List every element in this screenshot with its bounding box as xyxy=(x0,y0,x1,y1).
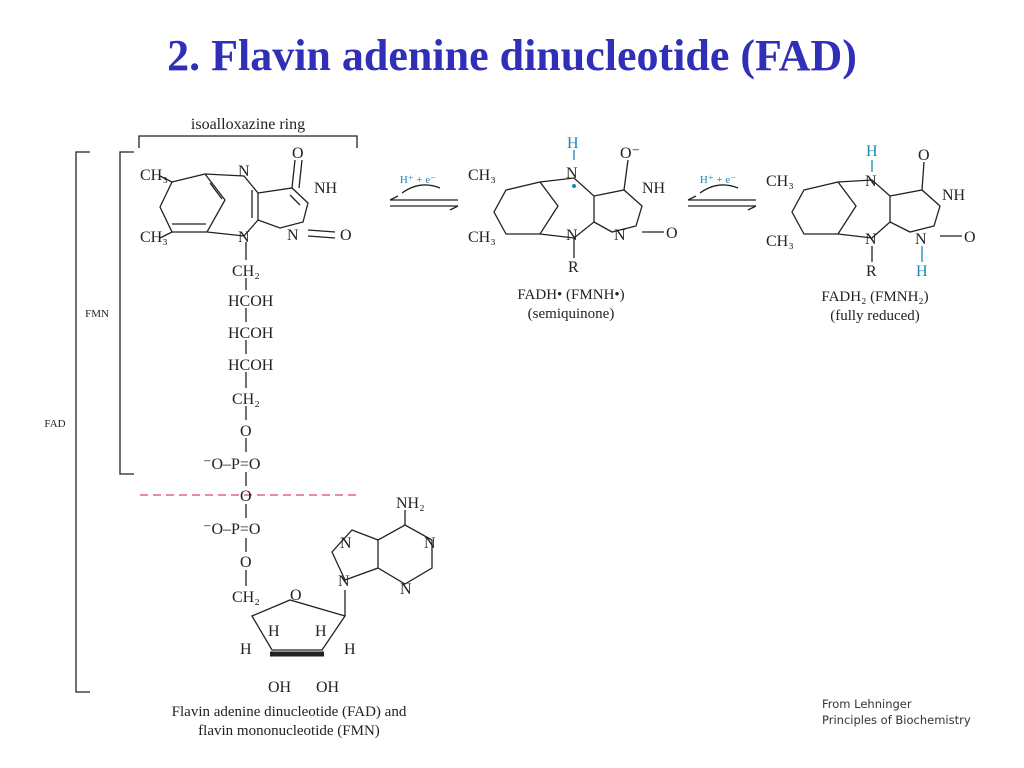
sq-nh: NH xyxy=(642,180,666,197)
ring-b xyxy=(204,173,259,237)
o-right: O xyxy=(340,227,352,244)
phosphate-1: ⁻O–P=O xyxy=(203,456,260,473)
fr-r: R xyxy=(866,263,877,280)
fmn-bracket xyxy=(119,151,134,475)
sq-h: H xyxy=(567,135,579,152)
oh-1: OH xyxy=(268,679,292,696)
fr-n5: N xyxy=(865,173,877,190)
sq-ch3-top: CH₃ xyxy=(468,167,496,184)
sq-ch3-bottom: CH₃ xyxy=(468,229,496,246)
nh2-atom: NH₂ xyxy=(396,495,425,512)
sq-o-minus: O⁻ xyxy=(620,145,640,162)
h-ribose-4: H xyxy=(344,641,356,658)
ch2-3: CH₂ xyxy=(232,589,260,606)
o-ester-2: O xyxy=(240,554,252,571)
sq-radical-dot xyxy=(572,184,576,188)
isoalloxazine-ring-label: isoalloxazine ring xyxy=(191,116,305,133)
ch2-1: CH₂ xyxy=(232,263,260,280)
fr-o-right: O xyxy=(964,229,976,246)
o-ester-1: O xyxy=(240,423,252,440)
h-ribose-3: H xyxy=(240,641,252,658)
sq-n5: N xyxy=(566,165,578,182)
sq-n1: N xyxy=(614,227,626,244)
n10-atom: N xyxy=(238,229,250,246)
fad-label: FAD xyxy=(44,418,65,430)
n-adenine-4: N xyxy=(400,581,412,598)
sq-n10: N xyxy=(566,227,578,244)
fr-h-bottom: H xyxy=(916,263,928,280)
ch3-top: CH₃ xyxy=(140,167,168,184)
fr-h-top: H xyxy=(866,143,878,160)
hcoh-2: HCOH xyxy=(228,325,274,342)
ribose-ring xyxy=(251,599,347,651)
fr-nh: NH xyxy=(942,187,966,204)
n5-atom: N xyxy=(238,163,250,180)
semiquinone-caption: FADH• (FMNH•) (semiquinone) xyxy=(517,287,625,322)
nh-atom: NH xyxy=(314,180,338,197)
ch2-2: CH₂ xyxy=(232,391,260,408)
fr-n10: N xyxy=(865,231,877,248)
o-bridge: O xyxy=(240,488,252,505)
fr-ch3-bottom: CH₃ xyxy=(766,233,794,250)
h-ribose-2: H xyxy=(315,623,327,640)
ring-a xyxy=(159,173,226,233)
ring-c xyxy=(257,187,309,229)
fr-o: O xyxy=(918,147,930,164)
n1-atom: N xyxy=(287,227,299,244)
phosphate-2: ⁻O–P=O xyxy=(203,521,260,538)
adenine-ring xyxy=(331,524,433,585)
fad-bracket xyxy=(75,151,90,693)
fmn-label: FMN xyxy=(85,308,109,320)
reduced-caption: FADH₂ (FMNH₂) (fully reduced) xyxy=(821,289,929,324)
sq-o: O xyxy=(666,225,678,242)
fr-ch3-top: CH₃ xyxy=(766,173,794,190)
n-adenine-3: N xyxy=(338,573,350,590)
o-top: O xyxy=(292,145,304,162)
n-adenine-2: N xyxy=(424,535,436,552)
arrow1-label: H⁺ + e⁻ xyxy=(400,174,436,186)
source-credit: From Lehninger Principles of Biochemistr… xyxy=(822,697,971,727)
fad-caption: Flavin adenine dinucleotide (FAD) and fl… xyxy=(171,704,407,739)
arrow2-label: H⁺ + e⁻ xyxy=(700,174,736,186)
hcoh-1: HCOH xyxy=(228,293,274,310)
n-adenine-1: N xyxy=(340,535,352,552)
hcoh-3: HCOH xyxy=(228,357,274,374)
slide-title: 2. Flavin adenine dinucleotide (FAD) xyxy=(167,31,857,80)
fr-n1: N xyxy=(915,231,927,248)
ch3-bottom: CH₃ xyxy=(140,229,168,246)
isoalloxazine-bracket xyxy=(138,135,358,148)
h-ribose-1: H xyxy=(268,623,280,640)
sq-r: R xyxy=(568,259,579,276)
o-ribose: O xyxy=(290,587,302,604)
oh-2: OH xyxy=(316,679,340,696)
